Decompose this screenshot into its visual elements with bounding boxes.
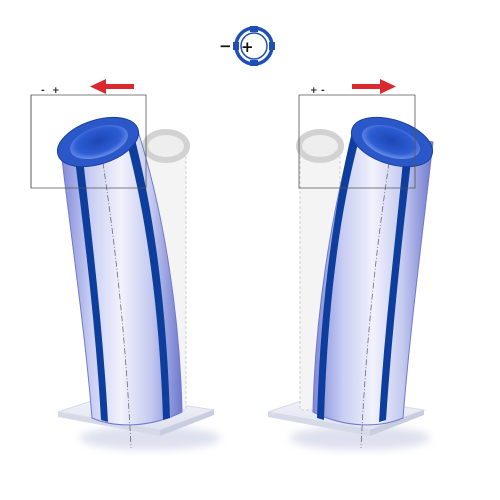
left-tube-opening [70, 124, 128, 160]
left-tube-body [59, 127, 183, 426]
left-tube-group: - + [30, 79, 220, 450]
right-ghost-rim [296, 129, 344, 163]
left-arrow-head [90, 79, 106, 94]
legend-plus-sign: + [241, 38, 254, 56]
right-tube-stripe-1 [317, 132, 360, 420]
right-tube-group: + - [267, 79, 434, 450]
right-tube-opening [362, 124, 420, 160]
right-base-plate-edge-side [370, 410, 424, 436]
right-measure-box [298, 94, 416, 189]
left-arrow-shaft [104, 84, 134, 89]
polarity-legend: − + [219, 26, 275, 66]
right-tube-axis [360, 129, 395, 449]
left-box-label-left: - [41, 86, 45, 96]
left-box-label-right: + [52, 86, 60, 96]
right-tube-stripe-2 [379, 150, 412, 422]
left-tube-stripe-2 [125, 132, 170, 420]
legend-electrode-bottom [250, 60, 258, 66]
left-tube-axis [97, 129, 132, 449]
right-base-shadow [290, 426, 430, 450]
legend-ring-inner [240, 32, 268, 60]
left-base-plate-edge-front [58, 412, 160, 436]
right-bend-arrow [352, 79, 396, 94]
legend-electrode-left [233, 42, 239, 50]
right-box-label-left: + [310, 86, 318, 96]
right-arrow-head [380, 79, 396, 94]
right-base-plate-edge-front [268, 412, 370, 436]
right-box-label-right: - [321, 86, 325, 96]
left-base-shadow [80, 426, 220, 450]
legend-electrode-top [250, 26, 258, 32]
legend-electrode-right [269, 42, 275, 50]
legend-minus-sign: − [219, 37, 232, 55]
left-base-plate-edge-side [160, 410, 214, 436]
left-bend-arrow [90, 79, 134, 94]
left-ghost-rim [142, 129, 190, 163]
right-arrow-shaft [352, 84, 382, 89]
left-tube-stripe-1 [74, 150, 108, 422]
